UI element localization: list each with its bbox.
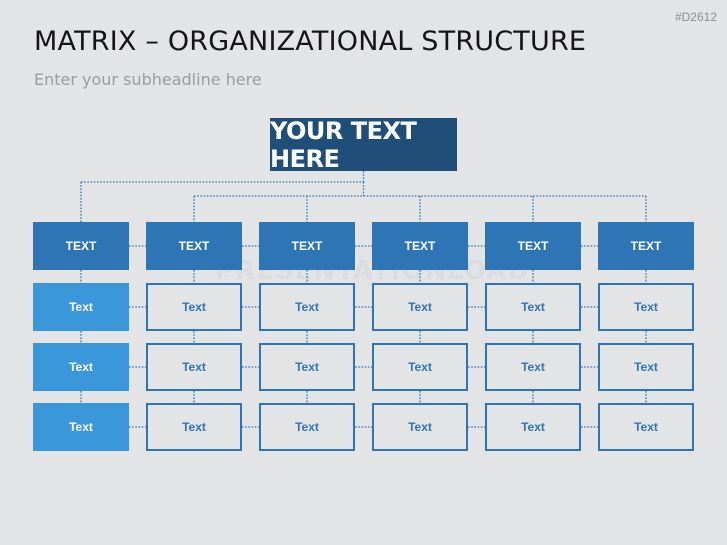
matrix-cell-r1-c2: Text [146,283,242,331]
matrix-cell-r2-c1: Text [33,343,129,391]
column-header-2: TEXT [146,222,242,270]
matrix-cell-r2-c4: Text [372,343,468,391]
matrix-cell-r1-c6: Text [598,283,694,331]
matrix-cell-r3-c1: Text [33,403,129,451]
matrix-cell-r3-c3: Text [259,403,355,451]
slide-id: #D2612 [674,10,717,24]
matrix-cell-r1-c1: Text [33,283,129,331]
matrix-cell-r3-c5: Text [485,403,581,451]
matrix-cell-r2-c6: Text [598,343,694,391]
matrix-cell-r2-c2: Text [146,343,242,391]
page-title: MATRIX – ORGANIZATIONAL STRUCTURE [34,26,587,57]
matrix-cell-r3-c2: Text [146,403,242,451]
matrix-cell-r1-c4: Text [372,283,468,331]
matrix-cell-r3-c4: Text [372,403,468,451]
matrix-cell-r2-c5: Text [485,343,581,391]
column-header-3: TEXT [259,222,355,270]
matrix-cell-r3-c6: Text [598,403,694,451]
column-header-5: TEXT [485,222,581,270]
matrix-cell-r1-c5: Text [485,283,581,331]
matrix-cell-r2-c3: Text [259,343,355,391]
column-header-4: TEXT [372,222,468,270]
page-subtitle: Enter your subheadline here [34,70,262,89]
column-header-1: TEXT [33,222,129,270]
column-header-6: TEXT [598,222,694,270]
matrix-cell-r1-c3: Text [259,283,355,331]
top-node: YOUR TEXT HERE [270,117,457,173]
